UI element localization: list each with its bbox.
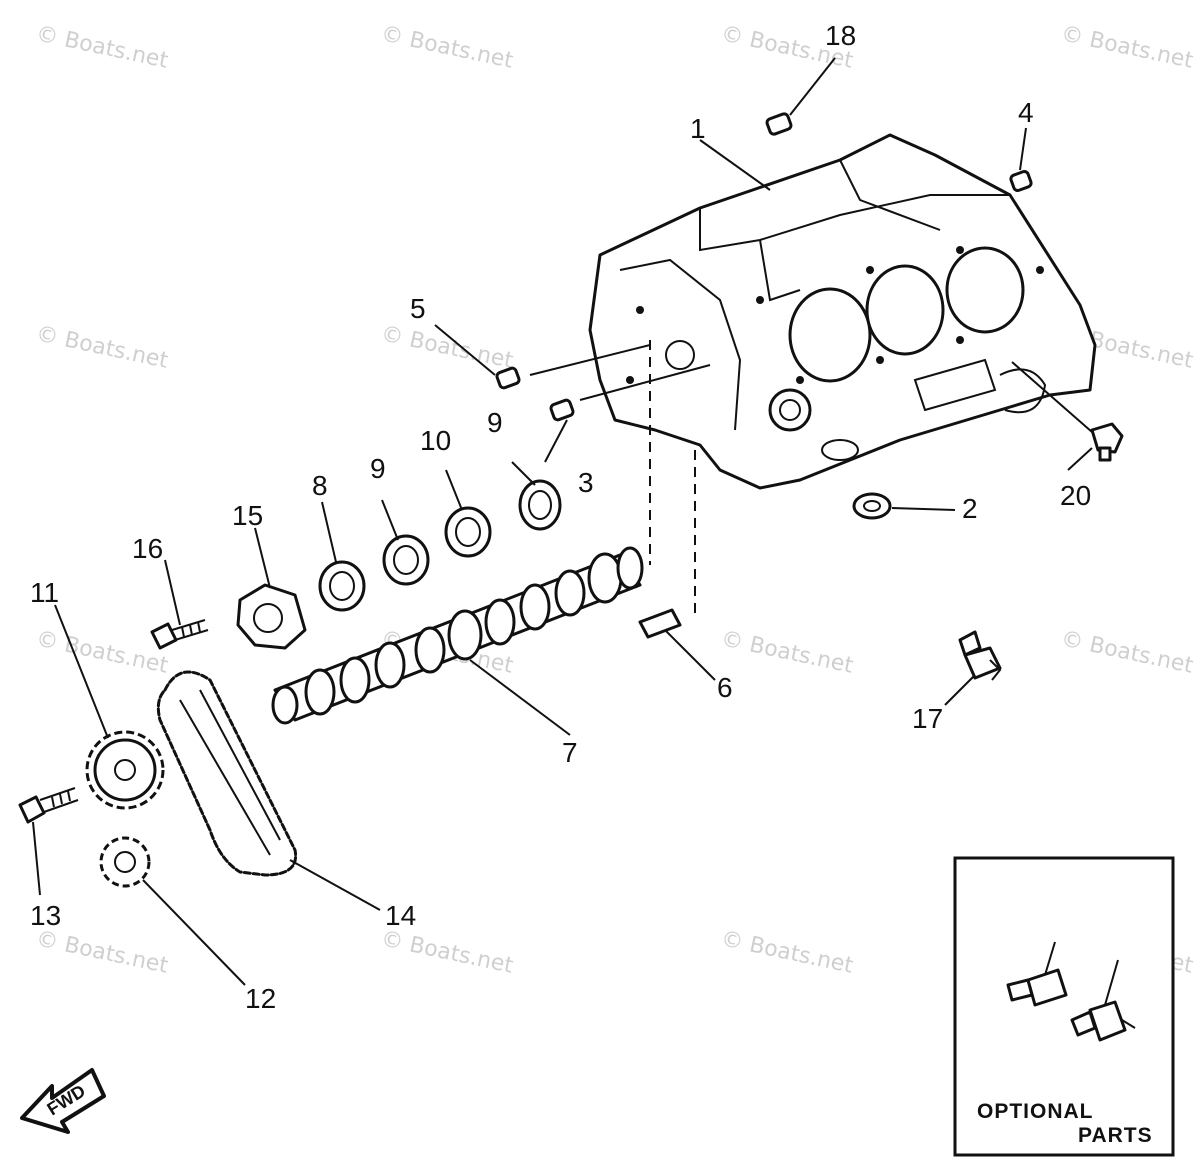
callout-6: 6 [717,672,733,703]
callout-20: 20 [1060,480,1091,511]
camshaft-sprocket-11 [85,730,165,810]
timing-chain-14 [156,670,298,877]
watermark: © Boats.net [34,926,171,978]
watermark: © Boats.net [34,321,171,373]
watermark: © Boats.net [719,626,856,678]
watermark: © Boats.net [1059,626,1196,678]
leader-lines [32,57,1093,986]
callout-7: 7 [562,737,578,768]
watermark: © Boats.net [379,21,516,73]
pin-6 [638,608,682,639]
watermark: © Boats.net [379,926,516,978]
watermark: © Boats.net [34,626,171,678]
thrust-plate-15 [236,583,307,650]
callout-15: 15 [232,500,263,531]
parts-label: PARTS [1078,1124,1153,1147]
callout-13: 13 [30,900,61,931]
dowel-pin-5 [495,366,521,390]
callout-12: 12 [245,983,276,1014]
watermark: © Boats.net [1059,21,1196,73]
callout-1: 1 [690,113,706,144]
callout-9-lower: 9 [370,453,386,484]
watermark: © Boats.net [719,926,856,978]
crankshaft-sprocket-12 [99,836,151,888]
plug-20 [1090,422,1124,462]
cylinder-block-illustration [588,133,1097,490]
callout-3: 3 [578,467,594,498]
plug-18 [765,112,793,136]
watermark: © Boats.net [379,321,516,373]
callout-5: 5 [410,293,426,324]
optional-label: OPTIONAL [977,1100,1094,1123]
bolt-16 [150,619,209,650]
bolt-13 [18,787,79,824]
bearing-9-lower [382,534,430,586]
optional-parts-box: OPTIONAL PARTS [953,856,1175,1157]
sensor-17 [958,630,1002,681]
fwd-arrow-icon: FWD [20,1068,106,1134]
camshaft-7 [271,546,644,725]
callout-18: 18 [825,20,856,51]
callout-4: 4 [1018,97,1034,128]
callout-11: 11 [30,577,59,608]
bearing-9-upper [518,479,562,531]
callout-14: 14 [385,900,416,931]
bearing-8 [318,560,366,612]
callout-2: 2 [962,493,978,524]
plug-4 [1009,170,1033,192]
callout-8: 8 [312,470,328,501]
callout-9-upper: 9 [487,407,503,438]
dowel-pin-3 [549,398,575,422]
watermark: © Boats.net [34,21,171,73]
bearing-10 [444,506,492,558]
callout-17: 17 [912,703,943,734]
callout-16: 16 [132,533,163,564]
plug-2 [852,492,892,520]
callout-10: 10 [420,425,451,456]
